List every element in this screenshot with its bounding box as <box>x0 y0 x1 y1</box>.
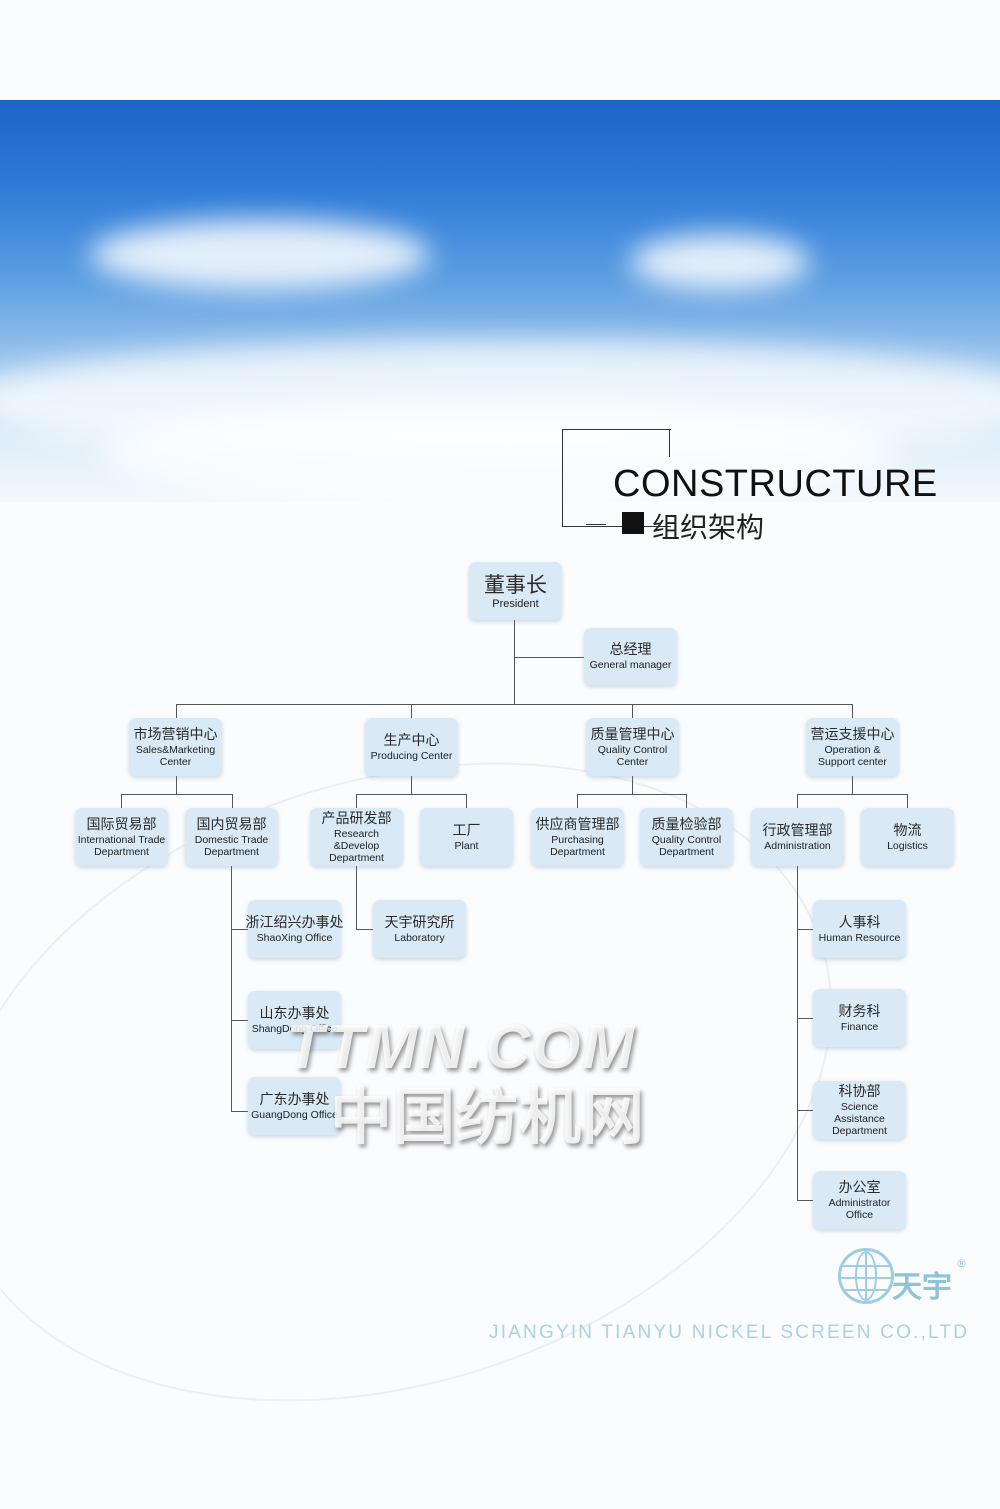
globe-logo-icon <box>838 1248 894 1304</box>
title-chinese: 组织架构 <box>652 511 765 544</box>
node-science-assistance: 科协部 Science Assistance Department <box>813 1081 906 1139</box>
node-human-resource: 人事科 Human Resource <box>813 900 906 958</box>
node-producing-center: 生产中心 Producing Center <box>365 718 458 776</box>
node-general-manager: 总经理 General manager <box>584 628 677 685</box>
node-administration: 行政管理部 Administration <box>751 808 844 866</box>
node-research-develop: 产品研发部 Research &Develop Department <box>310 808 403 866</box>
node-logistics: 物流 Logistics <box>861 808 954 866</box>
node-operation-center: 营运支援中心 Operation & Support center <box>806 718 899 776</box>
node-quality-center: 质量管理中心 Quality Control Center <box>586 718 679 776</box>
node-international-trade: 国际贸易部 International Trade Department <box>75 808 168 866</box>
node-guangdong-office: 广东办事处 GuangDong Office <box>248 1077 341 1135</box>
node-domestic-trade: 国内贸易部 Domestic Trade Department <box>185 808 278 866</box>
sky-banner <box>0 100 1000 502</box>
logo-text: 天宇 <box>892 1270 952 1305</box>
node-finance: 财务科 Finance <box>813 989 906 1047</box>
node-president: 董事长 President <box>469 562 562 620</box>
node-sales-center: 市场营销中心 Sales&Marketing Center <box>129 718 222 776</box>
title-bracket <box>562 429 671 527</box>
watermark-english: TTMN.COM <box>286 1013 637 1082</box>
node-shaoxing-office: 浙江绍兴办事处 ShaoXing Office <box>246 900 344 958</box>
node-plant: 工厂 Plant <box>420 808 513 866</box>
node-administrator-office: 办公室 Administrator Office <box>813 1171 906 1229</box>
company-name: JIANGYIN TIANYU NICKEL SCREEN CO.,LTD <box>489 1322 970 1343</box>
square-bullet-icon <box>622 512 644 534</box>
node-shandong-office: 山东办事处 ShangDong Office <box>248 991 341 1049</box>
title-english: CONSTRUCTURE <box>613 463 938 505</box>
watermark-chinese: 中国纺机网 <box>330 1080 646 1153</box>
registered-mark: ® <box>956 1257 967 1270</box>
node-quality-control-dept: 质量检验部 Quality Control Department <box>640 808 733 866</box>
node-purchasing: 供应商管理部 Purchasing Department <box>531 808 624 866</box>
node-laboratory: 天宇研究所 Laboratory <box>373 900 466 958</box>
